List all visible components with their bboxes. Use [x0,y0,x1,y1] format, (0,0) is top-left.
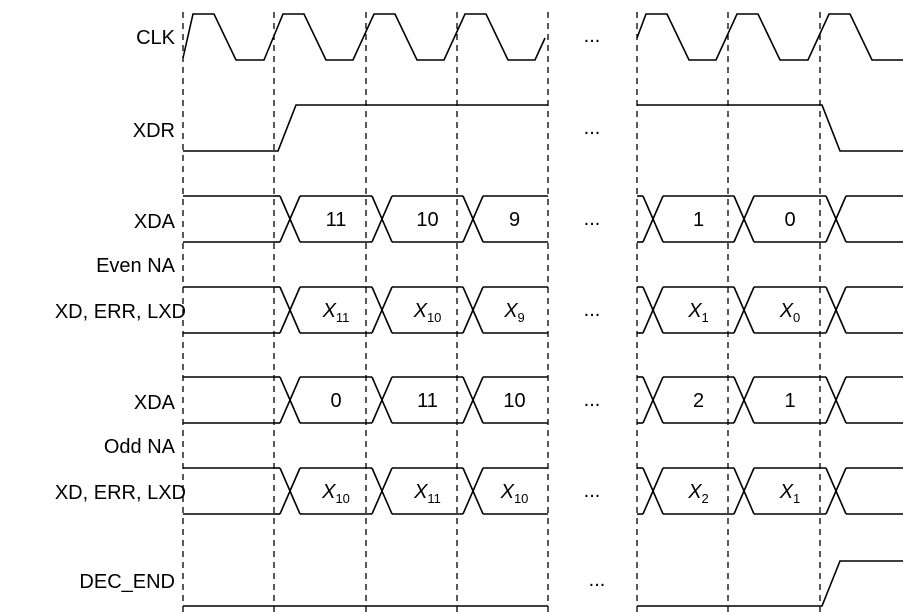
signal-labels: CLK XDR XDA Even NA XD, ERR, LXD XDA Odd… [55,27,186,593]
bus-value: 1 [784,390,795,412]
bus-crossing [279,376,301,424]
bus-crossing [371,376,393,424]
bus-crossing [279,195,301,243]
group-label-odd-na: Odd NA [104,436,176,458]
signal-label-xda-even: XDA [134,211,176,233]
signal-label-clk: CLK [136,27,176,49]
bus-value: X2 [687,481,709,506]
bus-value: 10 [503,390,525,412]
ellipsis-dec-end: ... [589,569,606,591]
bus-value: X1 [779,481,801,506]
dec-end-waveform [183,560,903,607]
bus-value: 1 [693,209,704,231]
bus-crossing [642,195,664,243]
ellipsis-xda-even: ... [584,208,601,230]
clk-wave-left [182,13,546,61]
xdr-wave-right [637,104,903,152]
xdr-waveform [183,104,903,152]
signal-label-xda-odd: XDA [134,392,176,414]
bus-crossing [642,467,664,515]
bus-value: 11 [417,390,438,412]
bus-value: 11 [326,209,347,231]
bus-crossing [733,376,755,424]
bus-crossing [279,286,301,334]
bus-crossing [733,467,755,515]
bus-waveform-xd-odd: X10 X11 X10 X2 X1 [183,467,903,515]
bus-crossing [371,467,393,515]
ellipsis-marks: ... ... ... ... ... ... ... [584,25,606,591]
bus-waveform-xda-odd: 0 11 10 2 1 [183,376,903,424]
xdr-wave-left [183,104,548,152]
bus-value: 9 [509,209,520,231]
bus-crossing [642,286,664,334]
bus-crossing [733,286,755,334]
bus-crossing [462,376,484,424]
clk-wave-right [636,13,903,61]
signal-label-xdr: XDR [133,120,175,142]
bus-crossing [825,195,847,243]
bus-value: 0 [330,390,341,412]
signal-label-xd-even: XD, ERR, LXD [55,301,186,323]
bus-value: 10 [416,209,438,231]
bus-waveform-xd-even: X11 X10 X9 X1 X0 [183,286,903,334]
bus-value: X10 [413,300,442,325]
dec-end-wave-right [637,560,903,607]
bus-value: X0 [779,300,801,325]
bus-value: 0 [784,209,795,231]
group-label-even-na: Even NA [96,255,176,277]
bus-crossing [825,286,847,334]
ellipsis-xd-odd: ... [584,480,601,502]
bus-crossing [642,376,664,424]
bus-crossing [279,467,301,515]
bus-crossing [371,286,393,334]
bus-value: X10 [321,481,350,506]
clk-waveform [182,13,903,61]
bus-crossing [462,286,484,334]
ellipsis-xd-even: ... [584,299,601,321]
bus-crossing [733,195,755,243]
ellipsis-xda-odd: ... [584,389,601,411]
bus-crossing [371,195,393,243]
ellipsis-xdr: ... [584,117,601,139]
bus-value: X9 [503,300,525,325]
bus-crossing [462,467,484,515]
bus-crossing [462,195,484,243]
bus-value: X1 [687,300,709,325]
signal-label-dec-end: DEC_END [79,571,175,593]
bus-crossing [825,467,847,515]
ellipsis-clk: ... [584,25,601,47]
bus-value: X10 [500,481,529,506]
signal-label-xd-odd: XD, ERR, LXD [55,482,186,504]
bus-value: X11 [413,481,441,506]
bus-value: 2 [693,390,704,412]
bus-crossing [825,376,847,424]
cycle-gridlines [182,12,821,612]
bus-value: X11 [322,300,350,325]
